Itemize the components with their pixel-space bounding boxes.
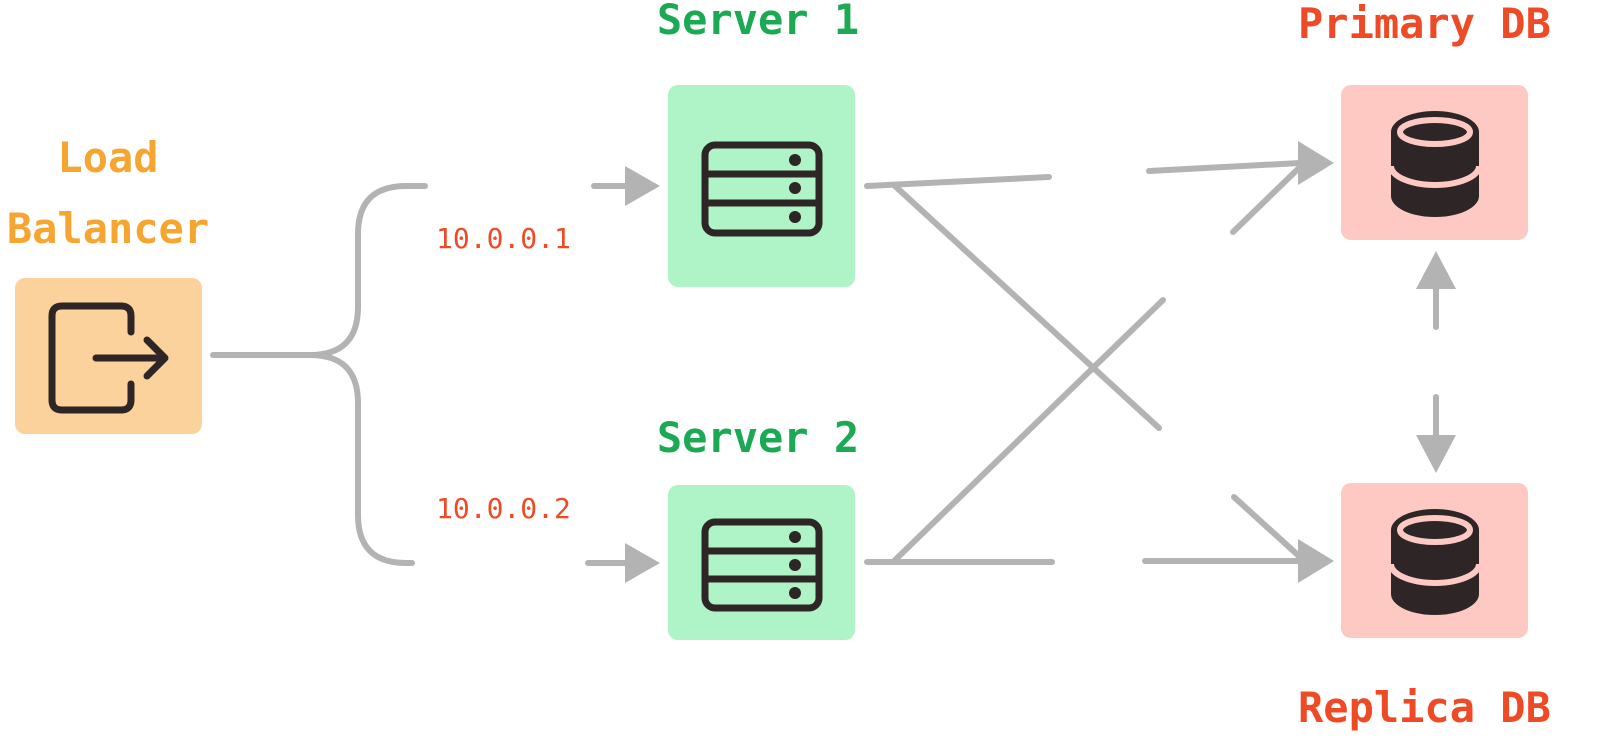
server-1-label: Server 1 [657,0,859,44]
server-rack-icon [701,518,823,612]
primary-db-diagonal-line [1230,164,1303,235]
server-2-to-primary-line [890,297,1166,565]
server-1-inbound-arrowhead [625,166,660,206]
replication-up-arrowhead [1416,251,1456,289]
connectors [210,141,1456,583]
primary-db-label: Primary DB [1298,0,1551,48]
replica-db-inbound-arrowhead [1298,539,1334,583]
server-2-node: Server 2 [657,413,859,640]
server-1-box [668,85,855,287]
load-balancer-split-connector [210,183,428,358]
server-1-to-primary-line-b [1146,160,1303,174]
server-2-label: Server 2 [657,413,859,462]
primary-db-node: Primary DB [1298,0,1551,240]
server-2-box [668,485,855,640]
replica-db-label: Replica DB [1298,683,1551,732]
server-1-to-replica-line [892,183,1162,431]
database-icon [1388,111,1482,217]
load-balancer-node: Load Balancer [7,133,209,434]
primary-db-inbound-arrowhead [1298,141,1334,185]
load-balancer-split-connector-lower [307,352,415,566]
exit-arrow-icon [48,302,169,414]
server-2-ip-label: 10.0.0.2 [436,492,571,525]
replica-db-node: Replica DB [1298,483,1551,732]
server-1-ip-label: 10.0.0.1 [436,222,571,255]
load-balancer-label-line-1: Load [57,133,158,182]
database-icon [1388,509,1482,615]
server-1-node: Server 1 [657,0,859,287]
load-balancer-label-line-2: Balancer [7,204,209,253]
server-rack-icon [701,141,823,237]
replica-db-diagonal-line [1231,494,1303,560]
replication-down-arrowhead [1416,435,1456,473]
server-2-inbound-arrowhead [625,543,660,583]
